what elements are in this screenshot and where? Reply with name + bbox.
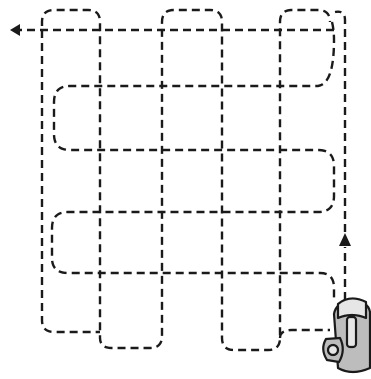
horizontal-sweep-paths [20, 12, 345, 300]
start-arrow-icon [339, 233, 351, 246]
end-arrow-icon [10, 24, 20, 36]
robot-hub [328, 345, 338, 355]
robot-cap [338, 298, 366, 318]
robot-window [347, 317, 356, 347]
robot-vacuum-icon [323, 298, 370, 372]
vertical-dashed-path [42, 10, 330, 350]
vertical-sweep-paths [42, 10, 330, 350]
horizontal-dashed-path [20, 12, 345, 300]
